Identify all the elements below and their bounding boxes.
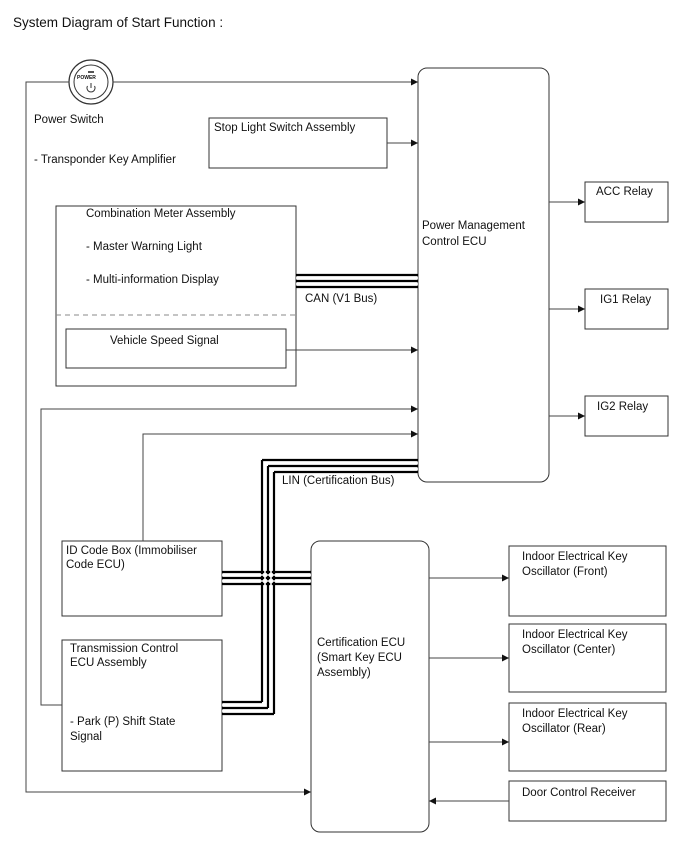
cert-ecu-line3: Assembly)	[317, 667, 371, 679]
osc-front-line2: Oscillator (Front)	[522, 566, 608, 578]
power-button-text: POWER	[77, 75, 96, 81]
ig1-relay-box	[584, 288, 669, 330]
cert-ecu-line1: Certification ECU	[317, 637, 406, 649]
transmission-line1: Transmission Control	[70, 643, 179, 655]
pm-ecu-line2: Control ECU	[422, 236, 487, 248]
osc-center-line2: Oscillator (Center)	[522, 644, 616, 656]
id-code-line1: ID Code Box (Immobiliser	[66, 545, 198, 557]
vehicle-speed-signal-box	[65, 328, 287, 369]
ig2-relay-label: IG2 Relay	[597, 401, 649, 413]
id-code-box	[61, 540, 223, 617]
transmission-to-pm-line	[40, 405, 418, 706]
stop-light-label: Stop Light Switch Assembly	[214, 122, 356, 134]
master-warning-light: - Master Warning Light	[86, 241, 202, 253]
ig1-relay-label: IG1 Relay	[600, 294, 652, 306]
power-management-ecu-box	[417, 67, 550, 483]
park-shift-note2: Signal	[70, 731, 102, 743]
power-switch-icon	[68, 59, 114, 105]
cert-ecu-line2: (Smart Key ECU	[317, 652, 402, 664]
transponder-note: - Transponder Key Amplifier	[34, 154, 176, 166]
can-label: CAN (V1 Bus)	[305, 293, 378, 305]
osc-front-line1: Indoor Electrical Key	[522, 551, 628, 563]
vehicle-speed-signal-label: Vehicle Speed Signal	[110, 335, 219, 347]
can-bus	[296, 273, 418, 289]
acc-relay-label: ACC Relay	[596, 186, 653, 198]
oscillator-rear-box	[508, 702, 667, 772]
osc-rear-line2: Oscillator (Rear)	[522, 723, 606, 735]
lin-bus	[222, 458, 418, 716]
park-shift-note1: - Park (P) Shift State	[70, 716, 176, 728]
acc-relay-box	[584, 181, 669, 223]
power-switch-label: Power Switch	[34, 114, 104, 126]
transmission-ecu-box	[61, 639, 223, 772]
power-switch-to-cert-line	[25, 81, 311, 796]
osc-rear-line1: Indoor Electrical Key	[522, 708, 628, 720]
osc-center-line1: Indoor Electrical Key	[522, 629, 628, 641]
ig2-relay-box	[584, 395, 669, 437]
door-control-receiver-box	[508, 780, 667, 822]
id-code-to-pm-line	[142, 430, 418, 541]
multi-information-display: - Multi-information Display	[86, 274, 219, 286]
combination-meter-title: Combination Meter Assembly	[86, 208, 236, 220]
pm-ecu-line1: Power Management	[422, 220, 525, 232]
door-control-label: Door Control Receiver	[522, 787, 636, 799]
diagram-title: System Diagram of Start Function :	[13, 15, 224, 30]
stop-light-switch-box	[208, 117, 388, 169]
oscillator-front-box	[508, 545, 667, 617]
oscillator-center-box	[508, 623, 667, 693]
lin-label: LIN (Certification Bus)	[282, 475, 395, 487]
certification-ecu-box	[310, 540, 430, 833]
id-code-line2: Code ECU)	[66, 559, 125, 571]
transmission-line2: ECU Assembly	[70, 657, 147, 669]
